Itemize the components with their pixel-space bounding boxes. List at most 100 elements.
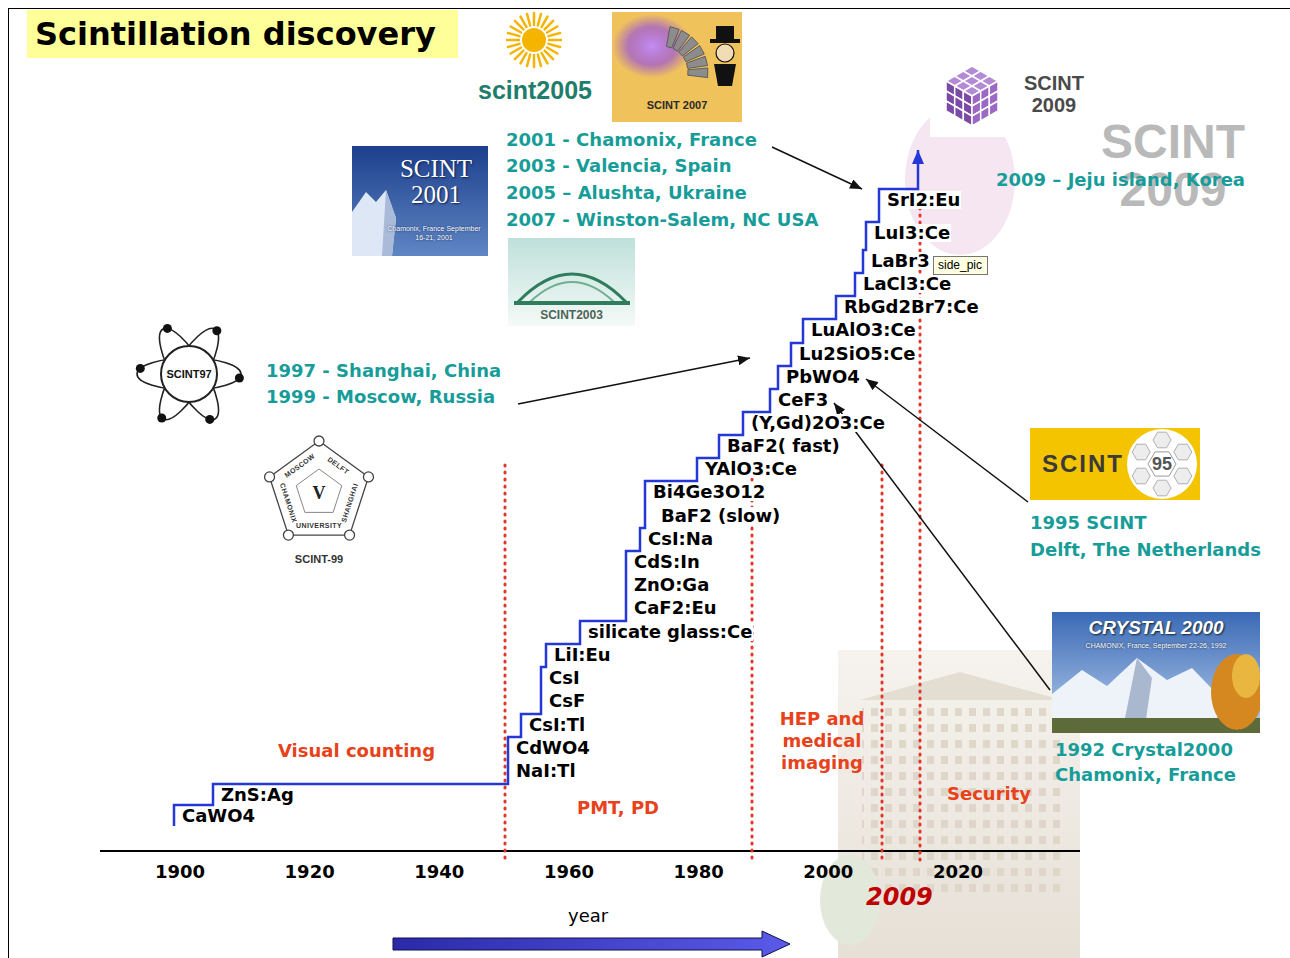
logo-text: SCINT-99: [295, 553, 343, 566]
sun-ray: [547, 48, 557, 54]
detector-panel: [686, 56, 707, 68]
era-label: Visual counting: [278, 740, 435, 762]
logo-text: SCINT97: [128, 367, 250, 381]
axis-tick-label: 2000: [798, 861, 858, 883]
electron-dot: [136, 364, 145, 373]
sun-ray: [527, 54, 530, 66]
hexagon-cell: [1132, 468, 1150, 484]
hexagon-cell: [1174, 468, 1192, 484]
logo-text: CRYSTAL 2000: [1052, 617, 1260, 639]
axis-tick-label: 1940: [409, 861, 469, 883]
era-label: Security: [947, 783, 1031, 805]
mascot-face: [716, 44, 734, 62]
sun-ray: [511, 48, 521, 54]
cube-cell: [972, 111, 981, 126]
crystal-name: BaF2( fast): [726, 437, 841, 455]
pentagon-vertex: [283, 530, 293, 540]
conference-logo: SCINT 95: [1030, 428, 1200, 500]
sun-ray: [545, 21, 553, 29]
watermark: SCINT 2009: [1095, 118, 1251, 214]
crystal-name: Bi4Ge3O12: [652, 483, 766, 501]
logo-ring-text: DELFT: [326, 456, 351, 477]
sun-ray: [533, 13, 536, 25]
axis-title: year: [568, 905, 608, 927]
pentagon-vertex: [345, 530, 355, 540]
conference-logo: SCINT2003: [508, 238, 635, 326]
logo-ground: [508, 238, 635, 326]
mountain-shade: [382, 190, 396, 256]
sun-ray: [533, 55, 536, 67]
logo-text: SCINT 2001: [386, 156, 486, 208]
crystal-name: LuI3:Ce: [873, 224, 951, 242]
hat-brim: [710, 39, 740, 43]
sun-ray: [507, 39, 519, 42]
crystal-name: LuAlO3:Ce: [810, 321, 917, 339]
conference-venue: 1995 SCINT: [1030, 512, 1147, 534]
crystal-name: CeF3: [777, 391, 829, 409]
hexagon-cell: [1132, 444, 1150, 460]
building-base: [514, 301, 630, 305]
conference-venue: Chamonix, France: [1055, 764, 1236, 786]
curve-layer: [174, 150, 918, 826]
sun-ray: [508, 33, 520, 36]
highlight-year: 2009: [866, 883, 933, 911]
leader-arrow: [834, 403, 1050, 690]
conference-logo: CRYSTAL 2000CHAMONIX, France, September …: [1052, 612, 1260, 733]
purple-glow: [612, 14, 692, 78]
crystal-name: CsF: [548, 692, 586, 710]
hexagon-cell: [1153, 480, 1171, 496]
sun-ray: [538, 14, 541, 26]
conference-venue: 1999 - Moscow, Russia: [266, 386, 495, 408]
sun-ray: [545, 51, 553, 59]
axis-tick-label: 2020: [928, 861, 988, 883]
pentagon-vertex: [265, 472, 275, 482]
electron-dot: [235, 373, 244, 382]
tooltip: side_pic: [933, 256, 988, 275]
leader-arrow: [518, 358, 750, 404]
conference-venue: 1997 - Shanghai, China: [266, 360, 501, 382]
sun-ray: [508, 44, 520, 47]
sun-ray: [515, 51, 523, 59]
hexagon-badge: [1127, 429, 1197, 499]
sun-ray: [511, 27, 521, 33]
conference-venue: Delft, The Netherlands: [1030, 539, 1261, 561]
sun-ray: [515, 21, 523, 29]
logo-caption: Chamonix, France September 16-21, 2001: [384, 224, 484, 242]
logo-ring-text: UNIVERSITY: [296, 522, 342, 530]
conference-venue: 2005 – Alushta, Ukraine: [506, 182, 747, 204]
logo-number: 95: [1142, 454, 1182, 474]
crystal-name: SrI2:Eu: [886, 191, 961, 209]
detector-panel: [688, 68, 708, 78]
cube-cell: [981, 106, 990, 121]
sun-ray: [549, 39, 561, 42]
crystal-name: Lu2SiO5:Ce: [798, 345, 916, 363]
building-windows: [862, 700, 1062, 900]
crystal-name: CaF2:Eu: [633, 599, 718, 617]
conference-venue: 1992 Crystal2000: [1055, 739, 1233, 761]
cube-cell: [963, 111, 972, 126]
autumn-tree: [1211, 654, 1260, 730]
era-label: HEP and medical imaging: [766, 708, 878, 774]
conference-logo: SCINT 2001Chamonix, France September 16-…: [352, 146, 488, 256]
crystal-name: BaF2 (slow): [660, 507, 781, 525]
conference-logo: SCINT 2009: [930, 55, 1102, 137]
crystal-name: ZnO:Ga: [633, 576, 710, 594]
logo-caption: CHAMONIX, France, September 22-26, 1992: [1052, 641, 1260, 650]
sun-ray: [527, 14, 530, 26]
cube-cell: [946, 101, 955, 116]
logo-text: SCINT 2007: [612, 98, 742, 112]
sun-ray: [548, 44, 560, 47]
logo-text: SCINT: [1042, 451, 1124, 477]
axis-tick-label: 1920: [280, 861, 340, 883]
logo-text: SCINT 2009: [1012, 72, 1096, 116]
conference-venue: 2003 - Valencia, Spain: [506, 155, 731, 177]
slide-frame: [9, 9, 1290, 958]
crystal-name: silicate glass:Ce: [587, 623, 753, 641]
electron-dot: [205, 415, 214, 424]
conference-logo: scint2005: [474, 12, 602, 107]
electron-dot: [163, 324, 172, 333]
pentagon-vertex: [314, 436, 324, 446]
axis-tick-label: 1900: [150, 861, 210, 883]
crystal-name: CdS:In: [633, 553, 701, 571]
crystal-name: CaWO4: [181, 807, 256, 825]
